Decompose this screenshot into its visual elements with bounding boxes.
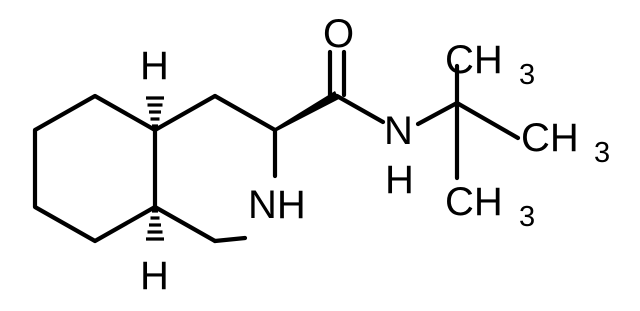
methyl-right-symbol: CH <box>521 116 579 160</box>
hashed-bond-top <box>146 96 164 128</box>
oxygen-label: O <box>323 12 354 56</box>
methyl-bottom: CH 3 <box>445 180 535 233</box>
amide-bond <box>334 93 386 125</box>
amide-h-label: H <box>385 158 414 202</box>
carbonyl-bond <box>327 49 347 98</box>
n-tbutyl-bond <box>415 100 460 127</box>
piperidine-ring <box>152 93 278 244</box>
hydrogen-top-label: H <box>140 44 169 88</box>
hydrogen-bottom-label: H <box>140 254 169 298</box>
methyl-top: CH 3 <box>445 38 535 91</box>
methyl-bottom-subscript: 3 <box>519 201 535 233</box>
hashed-bond-bottom <box>146 209 164 241</box>
wedge-bond <box>275 91 339 132</box>
methyl-right-subscript: 3 <box>594 137 610 169</box>
tbutyl-bonds <box>454 63 521 181</box>
methyl-top-symbol: CH <box>445 38 503 82</box>
methyl-right: CH 3 <box>521 116 610 169</box>
methyl-bottom-symbol: CH <box>445 180 503 224</box>
methyl-top-subscript: 3 <box>519 59 535 91</box>
cyclohexane-ring <box>32 93 158 244</box>
amide-n-label: N <box>384 109 413 153</box>
ring-nh-label: NH <box>248 183 306 227</box>
